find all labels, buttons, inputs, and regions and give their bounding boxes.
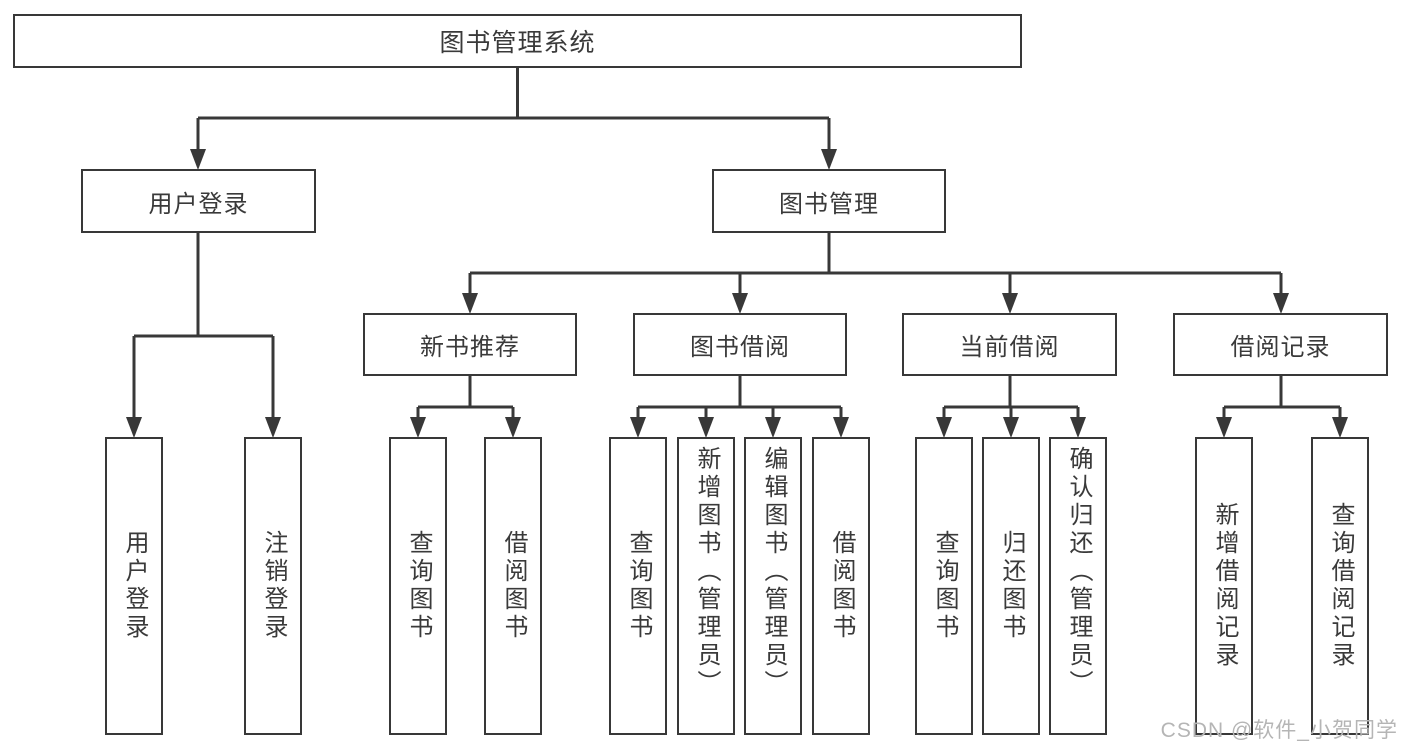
node-current-borrowing-label: 当前借阅 xyxy=(959,334,1060,361)
leaf-logout: 注销登录 xyxy=(244,437,302,735)
arrowheads-borrow-to-leaves xyxy=(630,417,849,438)
connector-userlogin-to-leaves xyxy=(132,233,275,418)
arrowheads-root-to-level2 xyxy=(190,149,837,170)
leaf-return-books: 归还图书 xyxy=(982,437,1040,735)
leaf-add-borrow-record: 新增借阅记录 xyxy=(1195,437,1253,735)
connector-root-to-level2 xyxy=(196,68,831,150)
node-borrowing-records-label: 借阅记录 xyxy=(1230,334,1331,361)
connector-borrow-to-leaves xyxy=(636,376,843,418)
arrowheads-userlogin-to-leaves xyxy=(126,417,281,438)
node-borrowing-records: 借阅记录 xyxy=(1173,313,1388,376)
leaf-edit-books-admin: 编辑图书（管理员） xyxy=(744,437,802,735)
watermark: CSDN @软件_小贺同学 xyxy=(1160,719,1398,742)
leaf-add-books-admin: 新增图书（管理员） xyxy=(677,437,735,735)
connector-current-to-leaves xyxy=(942,376,1080,418)
node-book-borrowing-label: 图书借阅 xyxy=(690,334,790,361)
arrowheads-newbook-to-leaves xyxy=(410,417,521,438)
leaf-query-books: 查询图书 xyxy=(389,437,447,735)
leaf-query-books: 查询图书 xyxy=(609,437,667,735)
node-user-login: 用户登录 xyxy=(81,169,316,233)
node-user-login-label: 用户登录 xyxy=(148,190,249,218)
node-book-management-label: 图书管理 xyxy=(779,190,879,218)
leaf-user-login: 用户登录 xyxy=(105,437,163,735)
leaf-borrow-books: 借阅图书 xyxy=(812,437,870,735)
connector-records-to-leaves xyxy=(1222,376,1342,418)
leaf-confirm-return-admin: 确认归还（管理员） xyxy=(1049,437,1107,735)
arrowheads-records-to-leaves xyxy=(1216,417,1348,438)
node-current-borrowing: 当前借阅 xyxy=(902,313,1117,376)
arrowheads-current-to-leaves xyxy=(936,417,1086,438)
leaf-query-books: 查询图书 xyxy=(915,437,973,735)
leaf-borrow-books: 借阅图书 xyxy=(484,437,542,735)
node-root-label: 图书管理系统 xyxy=(439,29,596,57)
node-root: 图书管理系统 xyxy=(13,14,1022,68)
node-book-borrowing: 图书借阅 xyxy=(633,313,847,376)
node-new-book-recommendation-label: 新书推荐 xyxy=(420,334,520,361)
arrowheads-bookmgmt-to-level3 xyxy=(462,293,1289,314)
leaf-query-borrow-record: 查询借阅记录 xyxy=(1311,437,1369,735)
connector-newbook-to-leaves xyxy=(416,376,515,418)
node-new-book-recommendation: 新书推荐 xyxy=(363,313,577,376)
connector-bookmgmt-to-level3 xyxy=(468,232,1283,294)
node-book-management: 图书管理 xyxy=(712,169,946,233)
